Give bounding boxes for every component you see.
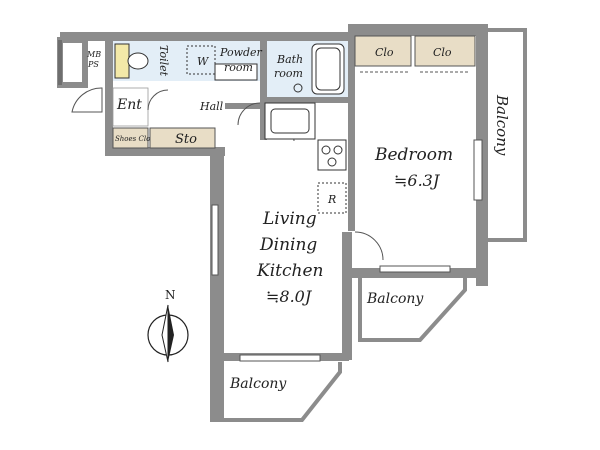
- ldk-window: [211, 204, 219, 276]
- fridge-space: [317, 182, 347, 214]
- bedroom-window: [473, 139, 483, 201]
- balcony-right-label: Balcony: [493, 94, 511, 156]
- storage: [149, 127, 216, 149]
- ldk-label-dining: Dining: [259, 235, 317, 255]
- vanity-sink: [214, 63, 258, 81]
- bath-room-label-1: Bath: [276, 53, 303, 66]
- toilet-label: Toilet: [157, 45, 170, 77]
- mb-ps-label-2: PS: [87, 60, 99, 69]
- bedroom-balcony-door: [379, 265, 451, 273]
- ldk-area: ≒8.0J: [266, 287, 313, 306]
- clo-label-1: Clo: [375, 46, 394, 59]
- toilet-fixture: [114, 43, 149, 79]
- balcony-middle-label: Balcony: [366, 291, 424, 307]
- bedroom-label: Bedroom: [374, 145, 453, 165]
- bath-room-label-2: room: [274, 67, 303, 80]
- bath-drain: [293, 83, 303, 93]
- balcony-bottom-label: Balcony: [229, 376, 287, 392]
- compass-n-label: N: [165, 288, 176, 302]
- powder-room-label-1: Powder: [219, 46, 263, 59]
- sto-label: Sto: [175, 132, 197, 147]
- ent-label: Ent: [116, 97, 142, 113]
- north-compass: N: [147, 288, 189, 363]
- balcony-outlines: [210, 28, 527, 422]
- w-label: W: [197, 55, 210, 68]
- bathtub: [311, 43, 345, 95]
- shoes-closet: [112, 127, 149, 149]
- clo-label-2: Clo: [433, 46, 452, 59]
- powder-room-label-2: room: [224, 61, 253, 74]
- closet-2: [414, 35, 476, 67]
- ldk-label-living: Living: [262, 209, 317, 229]
- washer-space: [186, 45, 216, 75]
- kitchen-sink: [264, 102, 316, 140]
- mb-ps-label-1: MB: [86, 50, 101, 59]
- bedroom-area: ≒6.3J: [394, 171, 441, 190]
- hall-label: Hall: [199, 100, 224, 113]
- ldk-balcony-door: [239, 354, 321, 362]
- compass-needle-icon: [168, 305, 174, 362]
- entry-floor: [112, 87, 149, 127]
- ldk-label-kitchen: Kitchen: [256, 261, 323, 281]
- stove: [317, 139, 347, 171]
- closet-1: [354, 35, 412, 67]
- shoes-clo-label: Shoes Clo: [115, 135, 150, 143]
- mb-ps-box: [57, 37, 88, 88]
- fridge-label: R: [327, 193, 336, 206]
